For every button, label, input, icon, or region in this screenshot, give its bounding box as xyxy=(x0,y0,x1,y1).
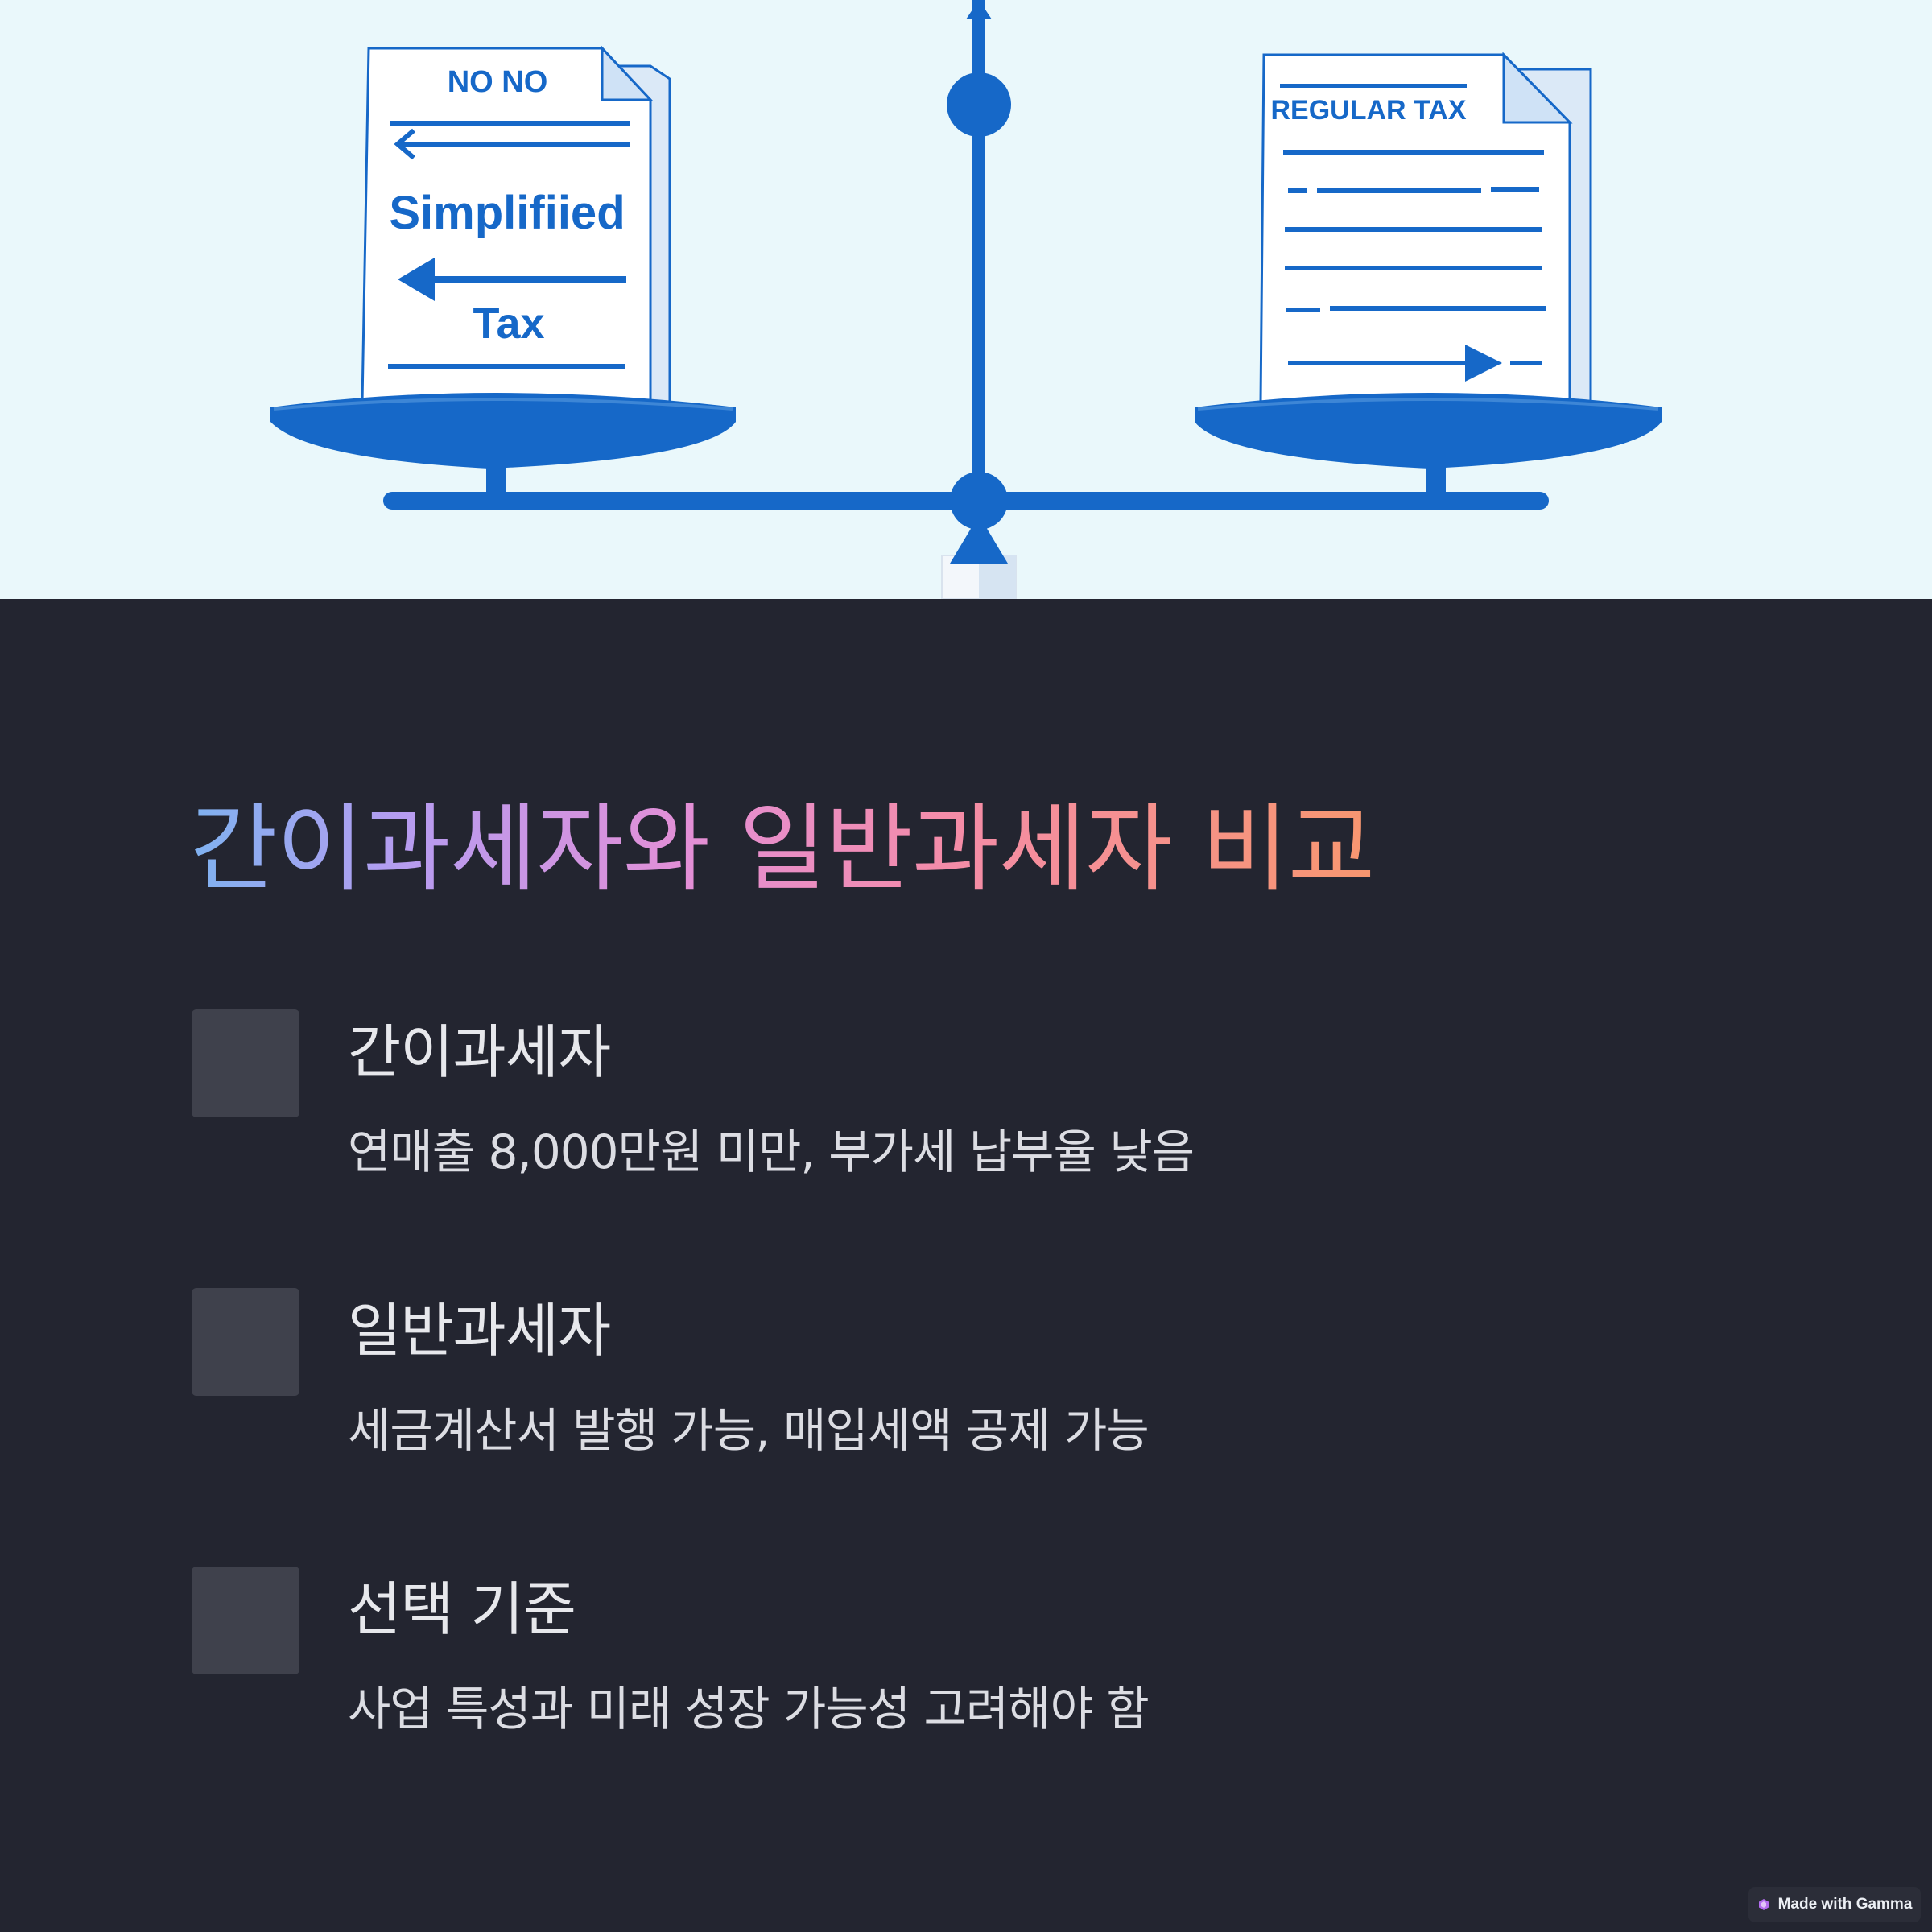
main-content: 간이과세자와 일반과세자 비교 간이과세자 연매출 8,000만원 미만, 부가… xyxy=(0,599,1932,1932)
gamma-logo-icon xyxy=(1758,1899,1769,1910)
list-item: 일반과세자 세금계산서 발행 가능, 매입세액 공제 가능 xyxy=(192,1288,1721,1465)
left-tax-document: NO NO Simplifiied Tax xyxy=(361,45,671,404)
page-title: 간이과세자와 일반과세자 비교 xyxy=(190,792,1375,906)
left-doc-title: Simplifiied xyxy=(389,187,625,239)
item-description: 사업 특성과 미래 성장 가능성 고려해야 함 xyxy=(348,1682,1150,1736)
scale-beam xyxy=(383,492,1549,510)
item-heading: 선택 기준 xyxy=(348,1575,576,1643)
left-doc-header: NO NO xyxy=(448,65,548,99)
left-doc-subtitle: Tax xyxy=(473,299,544,348)
item-box-icon xyxy=(192,1288,299,1396)
balance-scale-illustration: NO NO Simplifiied Tax REGULAR TAX xyxy=(270,0,1662,599)
item-box-icon xyxy=(192,1567,299,1674)
item-description: 연매출 8,000만원 미만, 부가세 납부율 낮음 xyxy=(348,1125,1195,1179)
hero-illustration: NO NO Simplifiied Tax REGULAR TAX xyxy=(0,0,1932,599)
item-heading: 일반과세자 xyxy=(348,1297,611,1364)
right-doc-header: REGULAR TAX xyxy=(1270,95,1466,126)
list-item: 선택 기준 사업 특성과 미래 성장 가능성 고려해야 함 xyxy=(192,1567,1721,1744)
right-scale-pan xyxy=(1195,393,1662,469)
item-heading: 간이과세자 xyxy=(348,1018,611,1086)
made-with-gamma-badge[interactable]: Made with Gamma xyxy=(1748,1887,1921,1922)
left-scale-pan xyxy=(270,393,736,469)
item-box-icon xyxy=(192,1009,299,1117)
item-description: 세금계산서 발행 가능, 매입세액 공제 가능 xyxy=(348,1403,1150,1458)
badge-label: Made with Gamma xyxy=(1777,1896,1913,1913)
right-tax-document: REGULAR TAX xyxy=(1259,52,1592,404)
list-item: 간이과세자 연매출 8,000만원 미만, 부가세 납부율 낮음 xyxy=(192,1009,1721,1187)
